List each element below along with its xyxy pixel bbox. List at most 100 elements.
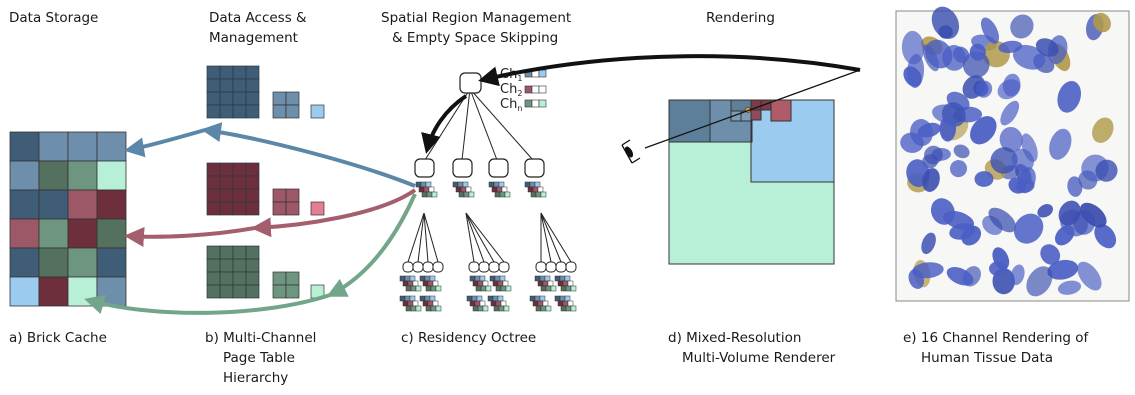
channel-brick-stack: [488, 181, 511, 198]
cell-nucleus: [1092, 117, 1114, 143]
page-table-cell: [285, 271, 300, 286]
legend-box: [531, 99, 540, 108]
channel-brick: [415, 285, 422, 292]
channel-brick: [469, 275, 476, 282]
page-table-cell: [219, 188, 234, 203]
channel-brick-stack: [534, 275, 557, 292]
channel-brick: [557, 280, 564, 287]
channel-brick: [435, 285, 442, 292]
arrow-blue-to-cache: [124, 128, 206, 158]
channel-brick: [415, 305, 422, 312]
cell-nucleus: [1094, 223, 1117, 249]
page-table-cell: [206, 65, 221, 80]
channel-brick: [462, 181, 469, 188]
channel-brick: [540, 191, 547, 198]
channel-brick: [493, 181, 500, 188]
brick-cache-grid: [9, 131, 127, 307]
channel-brick-stack: [415, 181, 438, 198]
page-table-cell: [219, 201, 234, 216]
cell-nucleus: [1011, 148, 1034, 172]
channel-brick-stack: [554, 275, 577, 292]
cell-nucleus: [970, 116, 997, 145]
cell-nucleus: [961, 225, 982, 246]
page-table-cell: [285, 91, 300, 106]
channel-brick: [482, 305, 489, 312]
cell-nucleus: [1035, 38, 1059, 57]
channel-brick: [503, 305, 510, 312]
legend-box: [524, 85, 533, 94]
cell-nucleus: [903, 66, 922, 87]
channel-brick: [422, 280, 429, 287]
volume-region-medium: [750, 99, 835, 183]
legend-box: [538, 85, 547, 94]
page-table-cell: [219, 65, 234, 80]
channel-brick: [460, 186, 467, 193]
caption-brick-cache: a) Brick Cache: [9, 330, 107, 346]
page-table-cell: [232, 201, 247, 216]
page-table-cell: [285, 104, 300, 119]
octree-node: [524, 158, 545, 178]
channel-brick: [535, 305, 542, 312]
page-table-cell: [285, 284, 300, 299]
page-table-cell: [206, 284, 221, 299]
channel-brick: [562, 280, 569, 287]
cell-nucleus: [998, 40, 1023, 54]
channel-brick: [539, 275, 546, 282]
channel-brick: [500, 300, 507, 307]
channel-brick: [527, 186, 534, 193]
channel-brick: [405, 285, 412, 292]
channel-brick: [477, 280, 484, 287]
channel-brick: [474, 275, 481, 282]
channel-brick: [488, 181, 495, 188]
channel-brick: [529, 295, 536, 302]
channel-brick: [554, 275, 561, 282]
page-table-red: [206, 162, 325, 216]
cell-nucleus: [939, 115, 957, 142]
channel-brick: [540, 285, 547, 292]
channel-brick: [492, 295, 499, 302]
brick-cell: [38, 189, 69, 220]
page-table-hierarchy: [206, 65, 325, 299]
channel-brick: [530, 191, 537, 198]
page-table-cell: [219, 245, 234, 260]
channel-brick: [425, 181, 432, 188]
channel-brick-stack: [419, 295, 442, 312]
channel-brick: [499, 275, 506, 282]
channel-brick: [498, 181, 505, 188]
channel-brick: [570, 305, 577, 312]
channel-brick: [435, 305, 442, 312]
page-table-cell: [245, 78, 260, 93]
caption-residency-octree: c) Residency Octree: [401, 330, 537, 346]
cell-nucleus: [1049, 128, 1072, 160]
cell-nucleus: [988, 207, 1017, 233]
channel-brick: [567, 300, 574, 307]
brick-cell: [67, 247, 98, 278]
channel-brick: [562, 300, 569, 307]
channel-brick: [501, 186, 508, 193]
brick-cell: [96, 189, 127, 220]
channel-brick: [418, 186, 425, 193]
octree-leaf-node: [555, 261, 567, 273]
cell-nucleus: [908, 269, 925, 289]
page-table-cell: [245, 201, 260, 216]
channel-brick: [497, 295, 504, 302]
channel-brick: [431, 191, 438, 198]
channel-brick-stack: [489, 275, 512, 292]
channel-brick: [559, 295, 566, 302]
brick-cell: [67, 189, 98, 220]
channel-brick: [495, 300, 502, 307]
page-table-cell: [272, 284, 287, 299]
channel-brick-stack: [529, 295, 552, 312]
channel-brick: [469, 300, 476, 307]
channel-brick: [499, 191, 506, 198]
channel-brick: [424, 275, 431, 282]
cell-nucleus: [922, 168, 940, 192]
channel-brick: [427, 300, 434, 307]
channel-brick: [497, 280, 504, 287]
page-table-cell: [219, 258, 234, 273]
cell-nucleus: [1095, 159, 1118, 182]
channel-brick: [537, 300, 544, 307]
page-table-cell: [206, 258, 221, 273]
cell-nucleus: [1058, 200, 1081, 226]
